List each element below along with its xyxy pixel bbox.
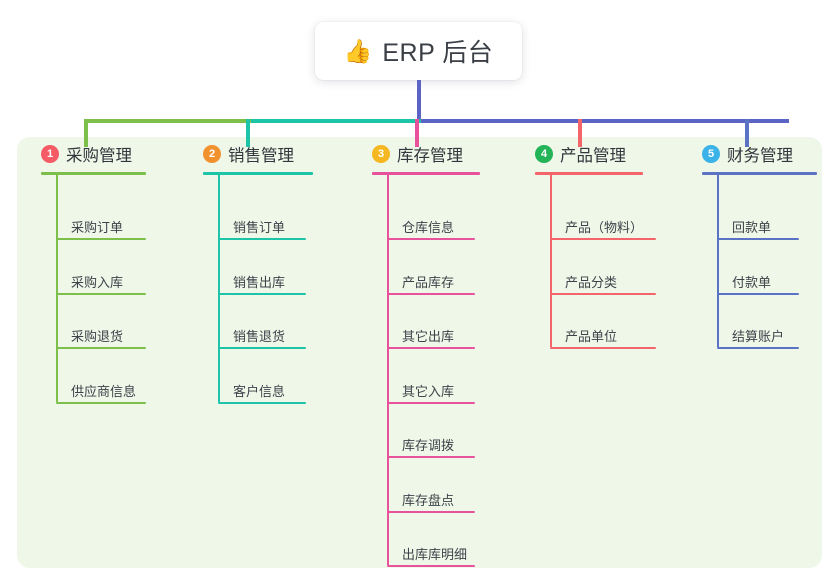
leaf-item-label[interactable]: 结算账户: [732, 329, 785, 344]
drop-connector-4: [578, 119, 582, 147]
leaf-item-label[interactable]: 供应商信息: [71, 383, 137, 399]
leaf-item-underline: [387, 456, 475, 458]
leaf-item-label[interactable]: 付款单: [732, 274, 772, 290]
drop-connector-1: [84, 119, 88, 147]
branch-title-underline: [41, 172, 146, 175]
leaf-item-underline: [387, 292, 475, 295]
leaf-item-label[interactable]: 销售出库: [233, 274, 286, 290]
leaf-item-underline: [387, 401, 475, 404]
leaf-item-underline: [218, 347, 306, 349]
branch-trunk-line: [56, 174, 58, 402]
leaf-item-label[interactable]: 产品库存: [402, 274, 455, 290]
leaf-item-underline: [56, 238, 146, 240]
leaf-item-underline: [387, 510, 475, 513]
branch-title-label: 销售管理: [228, 147, 294, 165]
leaf-item-underline: [387, 238, 475, 240]
leaf-item-label[interactable]: 回款单: [732, 220, 772, 235]
leaf-item-underline: [717, 292, 799, 295]
branch-title-label: 财务管理: [727, 147, 793, 165]
leaf-item-underline: [218, 401, 306, 404]
leaf-item-underline: [550, 292, 656, 295]
branch-number-badge: 5: [702, 145, 720, 163]
leaf-item-label[interactable]: 采购入库: [71, 274, 124, 290]
leaf-item-underline: [387, 347, 475, 349]
leaf-item-underline: [56, 347, 146, 349]
branch-title-underline: [203, 172, 313, 175]
drop-connector-5: [745, 119, 749, 147]
drop-connector-2: [246, 119, 250, 147]
branch-title-label: 产品管理: [560, 147, 626, 165]
drop-connector-3: [415, 119, 419, 147]
leaf-item-underline: [717, 347, 799, 349]
leaf-item-label[interactable]: 销售订单: [233, 220, 286, 235]
leaf-item-label[interactable]: 销售退货: [233, 329, 286, 344]
leaf-item-label[interactable]: 出库库明细: [402, 547, 468, 562]
branch-title-underline: [535, 172, 643, 175]
branch-number-badge: 1: [41, 145, 59, 163]
leaf-item-label[interactable]: 客户信息: [233, 383, 286, 399]
branch-title-label: 采购管理: [66, 147, 132, 165]
leaf-item-underline: [218, 238, 306, 240]
leaf-item-label[interactable]: 产品（物料）: [565, 220, 644, 235]
leaf-item-underline: [56, 292, 146, 295]
leaf-item-underline: [56, 401, 146, 404]
branch-title-underline: [372, 172, 480, 175]
leaf-item-label[interactable]: 库存调拨: [402, 438, 455, 453]
leaf-item-label[interactable]: 其它出库: [402, 329, 455, 344]
leaf-item-label[interactable]: 采购退货: [71, 329, 124, 344]
root-node[interactable]: 👍 ERP 后台: [315, 22, 522, 80]
branch-trunk-line: [387, 174, 389, 565]
branch-number-badge: 3: [372, 145, 390, 163]
root-stem-connector: [417, 80, 421, 121]
thumbs-up-icon: 👍: [343, 37, 373, 64]
branch-trunk-line: [550, 174, 552, 347]
branch-title-3[interactable]: 3 库存管理: [372, 142, 463, 166]
branch-number-badge: 4: [535, 145, 553, 163]
branch-title-4[interactable]: 4 产品管理: [535, 142, 626, 166]
leaf-item-label[interactable]: 采购订单: [71, 220, 124, 235]
leaf-item-label[interactable]: 产品单位: [565, 329, 618, 344]
branch-trunk-line: [717, 174, 719, 347]
branch-number-badge: 2: [203, 145, 221, 163]
leaf-item-underline: [550, 238, 656, 240]
branch-trunk-line: [218, 174, 220, 402]
branch-title-2[interactable]: 2 销售管理: [203, 142, 294, 166]
leaf-item-label[interactable]: 库存盘点: [402, 492, 455, 508]
segment-indigo: [421, 119, 789, 123]
leaf-item-label[interactable]: 其它入库: [402, 383, 455, 399]
leaf-item-underline: [387, 565, 475, 567]
branch-title-5[interactable]: 5 财务管理: [702, 142, 793, 166]
leaf-item-underline: [550, 347, 656, 349]
leaf-item-label[interactable]: 仓库信息: [402, 220, 455, 235]
segment-teal: [251, 119, 423, 123]
leaf-item-underline: [717, 238, 799, 240]
leaf-item-underline: [218, 292, 306, 295]
segment-green: [86, 119, 253, 123]
branch-title-label: 库存管理: [397, 147, 463, 165]
branch-title-1[interactable]: 1 采购管理: [41, 142, 132, 166]
root-node-title: ERP 后台: [382, 39, 494, 67]
leaf-item-label[interactable]: 产品分类: [565, 274, 618, 290]
branch-panel: 1 采购管理采购订单采购入库采购退货供应商信息 2 销售管理销售订单销售出库销售退货客…: [17, 137, 822, 568]
branch-title-underline: [702, 172, 817, 175]
